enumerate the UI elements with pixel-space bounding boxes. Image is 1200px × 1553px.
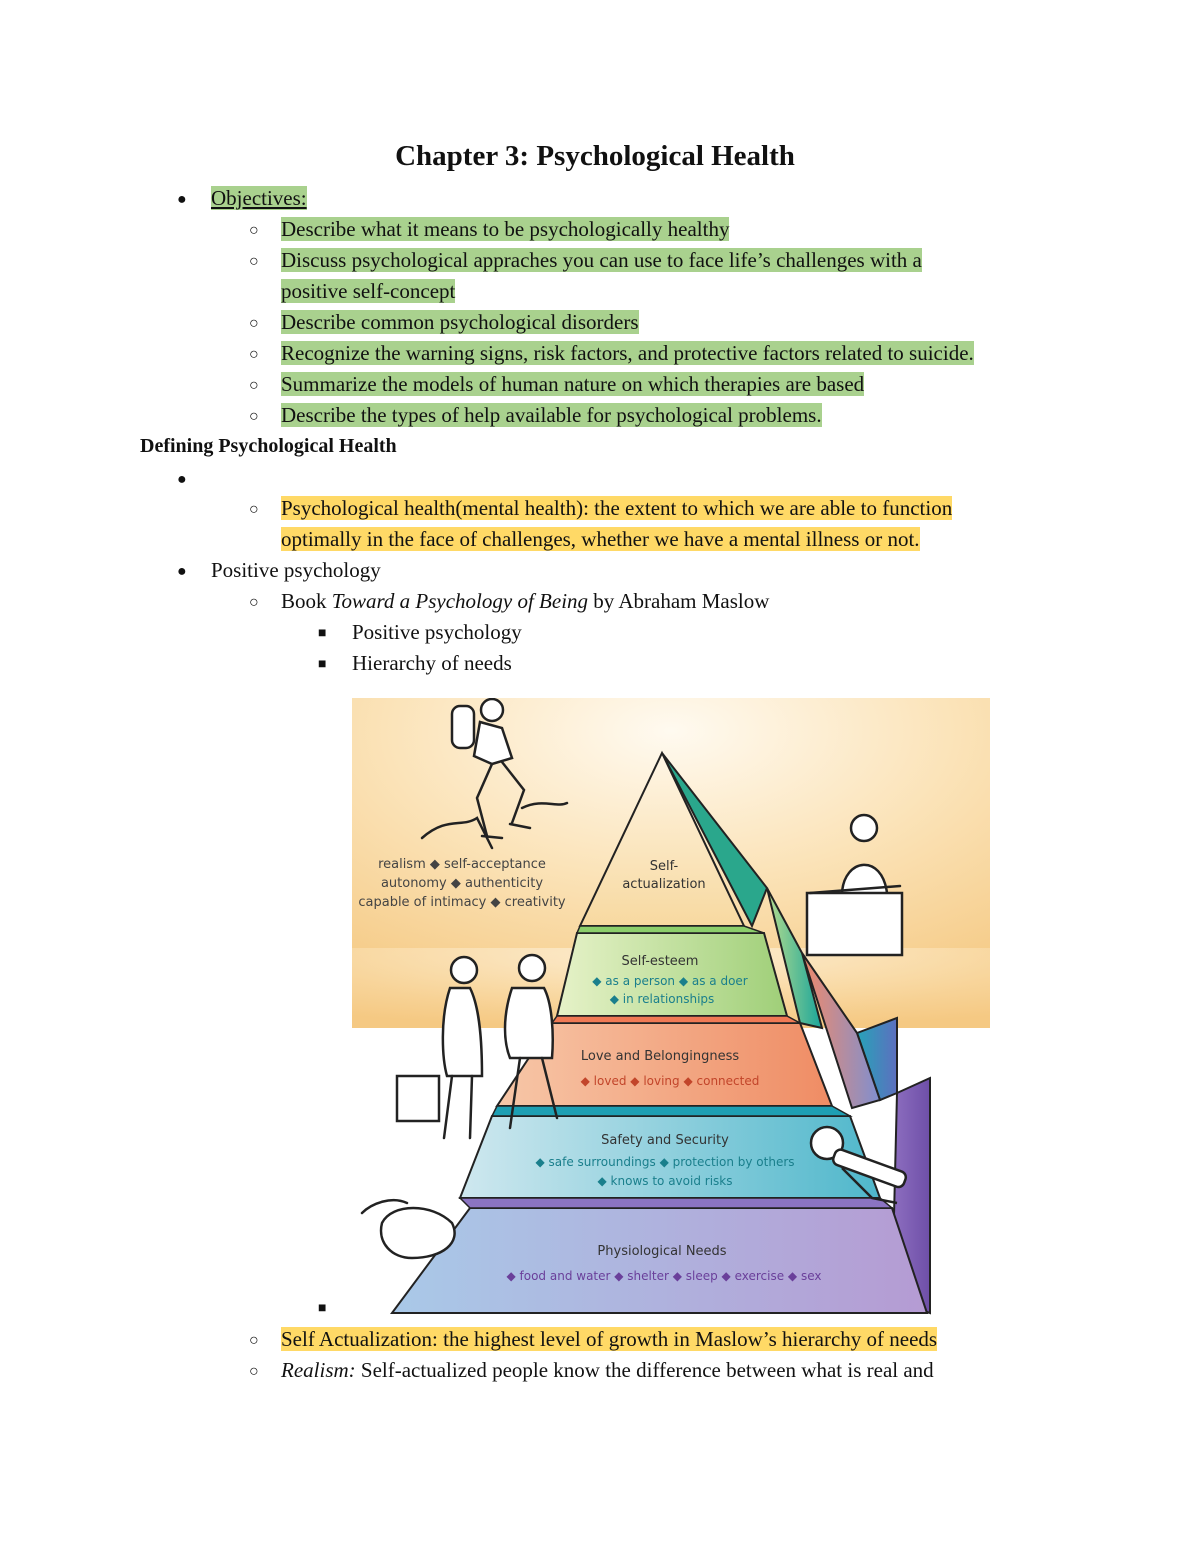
speaker-illustration <box>805 813 904 957</box>
physiological-label: Physiological Needs <box>597 1244 726 1259</box>
positive-psychology-item: Positive psychology <box>211 558 381 582</box>
safety-label: Safety and Security <box>601 1133 729 1148</box>
bullet-circle: ○ <box>249 315 259 332</box>
self-esteem-details: ◆ as a person ◆ as a doer <box>592 974 748 988</box>
safety-details: ◆ knows to avoid risks <box>598 1174 733 1188</box>
bullet-square: ■ <box>318 626 327 641</box>
bullet-circle: ○ <box>249 222 259 239</box>
keys-illustration <box>809 1125 908 1205</box>
bullet-circle: ○ <box>249 253 259 270</box>
sleeper-illustration <box>360 1198 456 1260</box>
self-actualization-label: Self- <box>650 859 679 874</box>
self-actualization-label: actualization <box>622 877 705 892</box>
definition-line: optimally in the face of challenges, whe… <box>281 527 920 551</box>
objective-item: Discuss psychological appraches you can … <box>281 248 922 272</box>
bullet-circle: ○ <box>249 501 259 518</box>
bullet-dot: ● <box>177 191 187 208</box>
safety-details: ◆ safe surroundings ◆ protection by othe… <box>535 1155 794 1169</box>
sub-item: Hierarchy of needs <box>352 651 512 675</box>
physiological-tier <box>390 1207 929 1314</box>
bullet-circle: ○ <box>249 594 259 611</box>
traits-list: autonomy ◆ authenticity <box>381 876 543 891</box>
bullet-dot: ● <box>177 563 187 580</box>
bullet-circle: ○ <box>249 346 259 363</box>
self-actualization-definition: Self Actualization: the highest level of… <box>281 1327 938 1351</box>
bullet-circle: ○ <box>249 408 259 425</box>
self-esteem-label: Self-esteem <box>622 954 699 969</box>
love-details: ◆ loved ◆ loving ◆ connected <box>581 1074 760 1088</box>
traits-list: realism ◆ self-acceptance <box>378 857 546 872</box>
book-reference: Book Toward a Psychology of Being by Abr… <box>281 589 770 613</box>
esteem-side <box>766 887 824 1030</box>
love-label: Love and Belongingness <box>581 1049 739 1064</box>
objectives-label: Objectives: <box>211 186 307 210</box>
couple-illustration <box>395 953 559 1140</box>
sub-item: Positive psychology <box>352 620 522 644</box>
bullet-circle: ○ <box>249 1332 259 1349</box>
bullet-circle: ○ <box>249 1363 259 1380</box>
page-title: Chapter 3: Psychological Health <box>395 140 795 172</box>
self-esteem-details: ◆ in relationships <box>610 992 715 1006</box>
objective-item: Describe the types of help available for… <box>281 403 822 427</box>
traits-list: capable of intimacy ◆ creativity <box>358 895 566 910</box>
objective-item: Describe common psychological disorders <box>281 310 639 334</box>
hiker-illustration <box>420 698 569 850</box>
love-side <box>801 952 882 1110</box>
objective-item: Describe what it means to be psychologic… <box>281 217 730 241</box>
objective-item-continued: positive self-concept <box>281 279 456 303</box>
maslow-hierarchy-figure: Self- actualization Self-esteem ◆ as a p… <box>352 698 992 1318</box>
physiological-details: ◆ food and water ◆ shelter ◆ sleep ◆ exe… <box>506 1269 821 1283</box>
definition-line: Psychological health(mental health): the… <box>281 496 953 520</box>
objective-item: Recognize the warning signs, risk factor… <box>281 341 974 365</box>
objective-item: Summarize the models of human nature on … <box>281 372 865 396</box>
section-heading: Defining Psychological Health <box>140 435 397 457</box>
top-side <box>661 752 769 929</box>
bullet-square: ■ <box>318 657 327 672</box>
realism-definition: Realism: Self-actualized people know the… <box>281 1358 934 1382</box>
bullet-dot: ● <box>177 471 187 488</box>
bullet-circle: ○ <box>249 377 259 394</box>
bullet-square: ■ <box>318 1301 327 1316</box>
